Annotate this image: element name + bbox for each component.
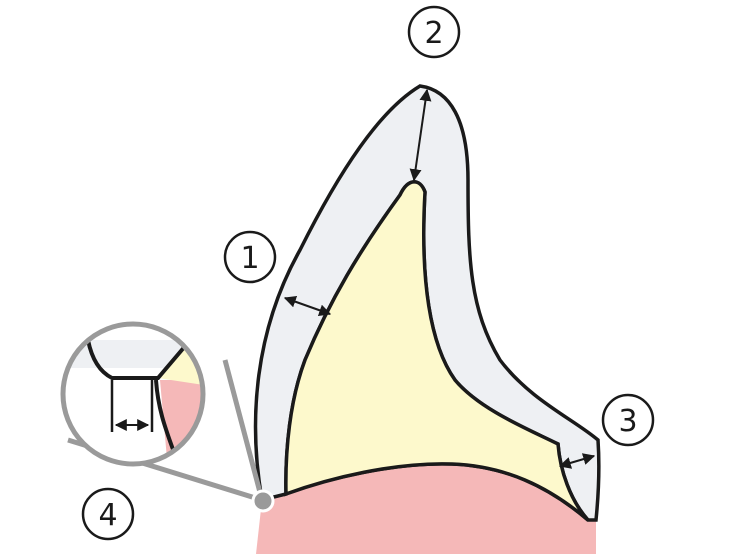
svg-text:4: 4: [98, 498, 117, 533]
label-2: 2: [407, 5, 461, 59]
label-4: 4: [81, 487, 135, 541]
arrow-3: [558, 453, 596, 469]
svg-text:1: 1: [240, 241, 259, 276]
arrow-1: [283, 295, 332, 317]
callout-point: [251, 489, 275, 513]
zoom-detail: [60, 321, 206, 467]
base-region: [256, 463, 596, 554]
svg-text:2: 2: [424, 16, 443, 51]
label-1: 1: [223, 230, 277, 284]
label-3: 3: [601, 393, 655, 447]
svg-text:3: 3: [618, 404, 637, 439]
arrow-2: [409, 88, 432, 182]
